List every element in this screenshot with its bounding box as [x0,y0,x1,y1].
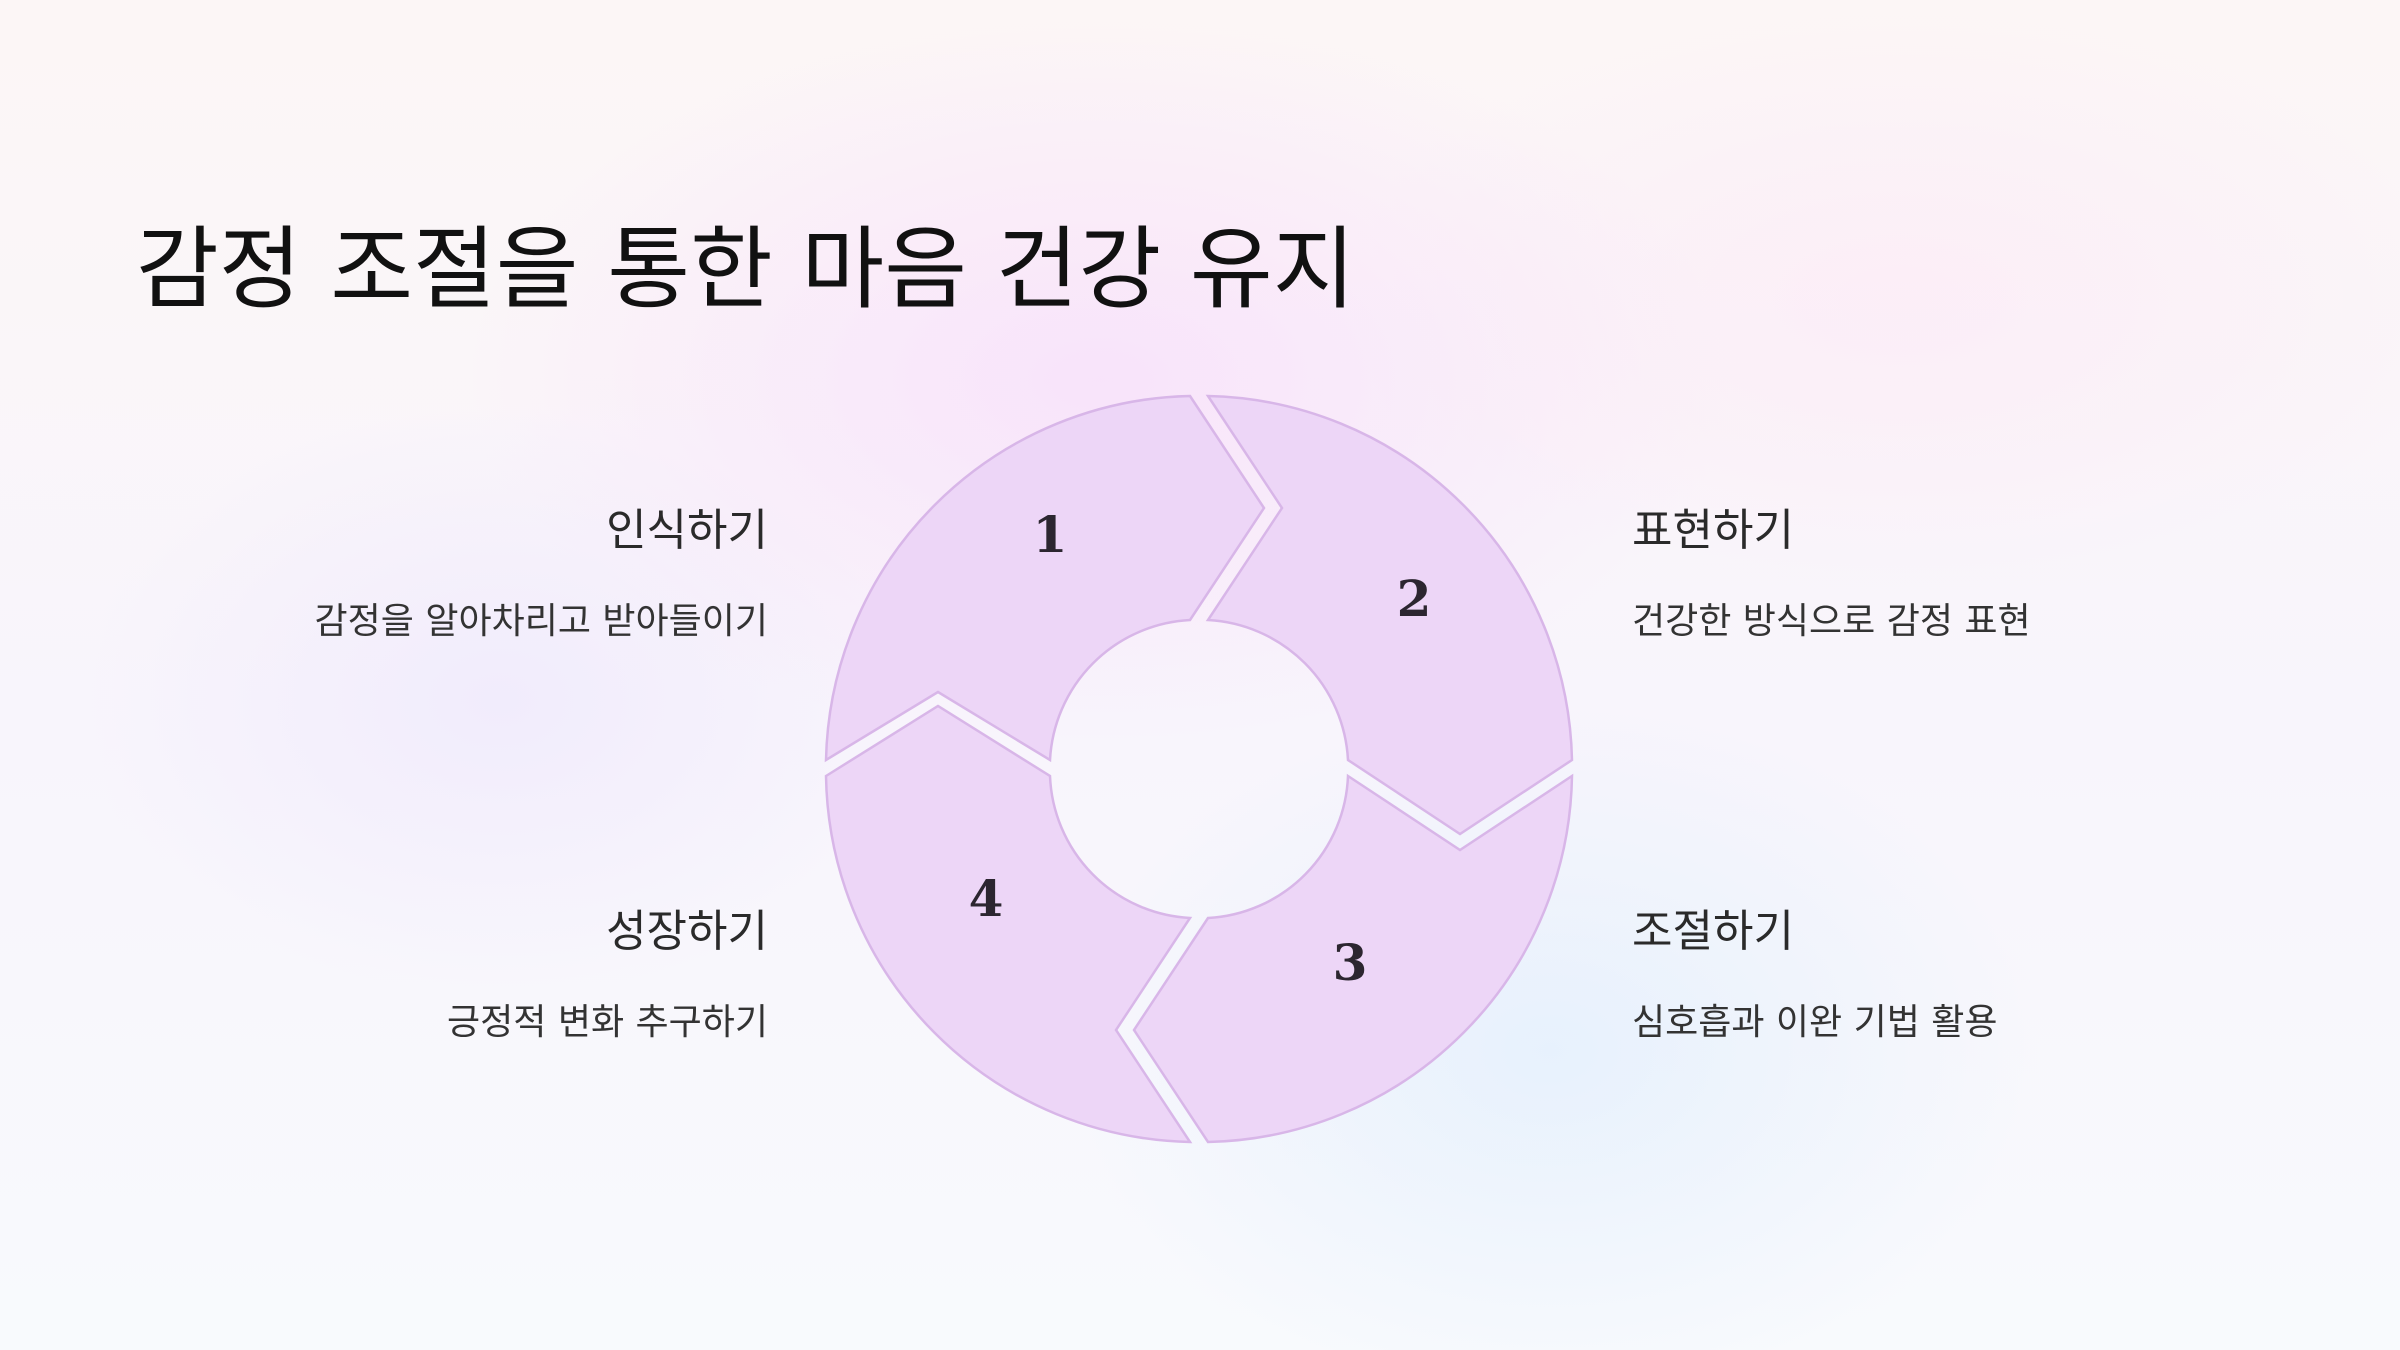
step-4-description: 긍정적 변화 추구하기 [447,1002,768,1043]
cycle-segment-4 [824,704,1193,1144]
step-4-heading: 성장하기 [606,906,768,957]
cycle-segment-2 [1205,394,1574,836]
step-4-text: 성장하기 긍정적 변화 추구하기 [447,895,768,1045]
step-2-text: 표현하기 건강한 방식으로 감정 표현 [1632,494,2031,644]
page-title: 감정 조절을 통한 마음 건강 유지 [136,217,1356,322]
step-number-4: 4 [969,869,1004,928]
step-1-text: 인식하기 감정을 알아차리고 받아들이기 [315,494,768,644]
step-number-2: 2 [1397,569,1432,628]
step-3-text: 조절하기 심호흡과 이완 기법 활용 [1632,895,1998,1045]
step-2-heading: 표현하기 [1632,505,1794,556]
step-1-description: 감정을 알아차리고 받아들이기 [314,601,768,642]
cycle-segment-1 [824,394,1266,763]
step-number-3: 3 [1333,933,1368,992]
cycle-segment-3 [1132,773,1574,1144]
step-3-heading: 조절하기 [1632,906,1794,957]
step-number-1: 1 [1033,505,1068,564]
step-2-description: 건강한 방식으로 감정 표현 [1632,601,2031,642]
step-1-heading: 인식하기 [606,505,768,556]
step-3-description: 심호흡과 이완 기법 활용 [1632,1002,1998,1043]
